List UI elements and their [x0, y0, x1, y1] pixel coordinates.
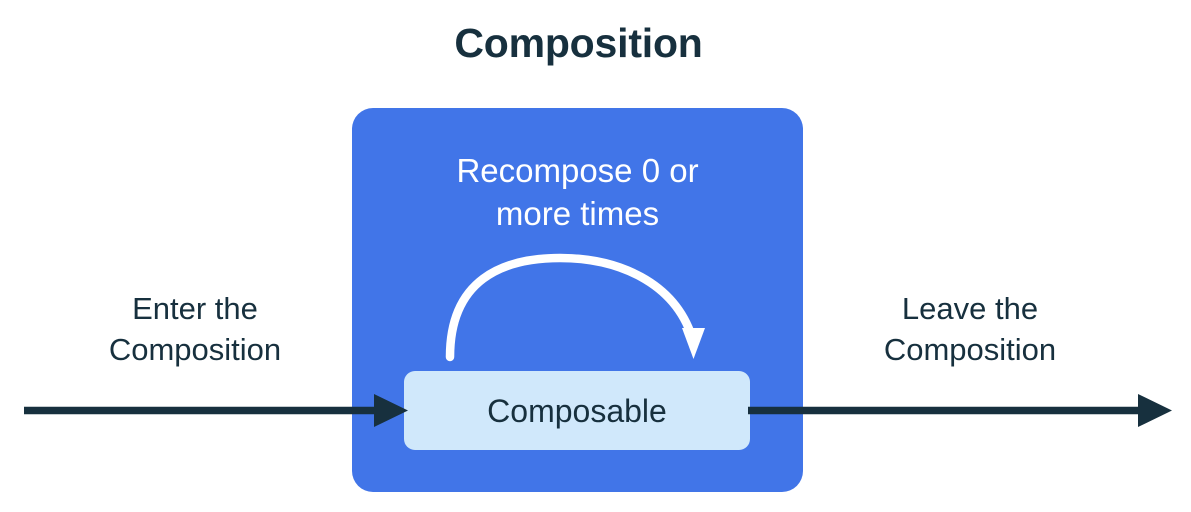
enter-composition-label: Enter the Composition: [45, 288, 345, 370]
composable-label: Composable: [487, 392, 667, 429]
leave-composition-label: Leave the Composition: [820, 288, 1120, 370]
leave-label-line1: Leave the: [901, 291, 1039, 326]
enter-label-line2: Composition: [108, 332, 282, 367]
page-title: Composition: [454, 20, 703, 66]
leave-flow-arrow-icon: [748, 394, 1172, 427]
enter-label-line1: Enter the: [132, 291, 258, 326]
recompose-label-line2: more times: [495, 195, 660, 232]
composable-node: Composable: [404, 371, 750, 450]
recompose-label-line1: Recompose 0 or: [456, 152, 699, 189]
enter-flow-arrow-icon: [24, 394, 408, 427]
recompose-label: Recompose 0 or more times: [352, 149, 803, 235]
leave-label-line2: Composition: [883, 332, 1057, 367]
